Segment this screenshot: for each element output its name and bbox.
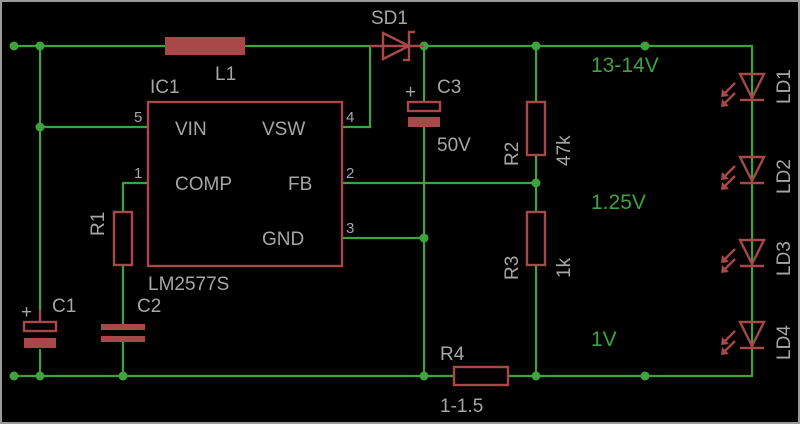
capacitor-c1-label: C1 bbox=[52, 296, 76, 317]
led-ld3-label: LD3 bbox=[774, 241, 795, 276]
capacitor-c3-negative-plate bbox=[408, 117, 440, 127]
capacitor-c2-plate-bottom bbox=[101, 336, 145, 342]
capacitor-c2: C2 bbox=[101, 296, 161, 342]
led-ld3-light-arrows bbox=[721, 248, 736, 273]
ic1-pin-comp-number: 1 bbox=[134, 165, 142, 182]
led-ld2-light-arrows bbox=[721, 165, 736, 190]
capacitor-c1: + C1 bbox=[21, 296, 76, 348]
ic1-body bbox=[146, 100, 344, 268]
led-ld2-label: LD2 bbox=[774, 159, 795, 194]
resistor-r4-label: R4 bbox=[440, 344, 465, 365]
ic1-pin-gnd-number: 3 bbox=[346, 220, 354, 237]
capacitor-c2-label: C2 bbox=[137, 296, 161, 317]
ic1-lm2577s: IC1 LM2577S VIN VSW COMP FB GND 5 4 1 2 … bbox=[134, 77, 354, 295]
resistor-r3-value: 1k bbox=[554, 257, 575, 278]
led-ld2-triangle bbox=[738, 155, 766, 184]
resistor-r1: R1 bbox=[88, 210, 134, 267]
ic1-pin-vin-number: 5 bbox=[134, 109, 142, 126]
ic1-pin-vsw-label: VSW bbox=[262, 119, 305, 140]
capacitor-c1-positive-plate bbox=[22, 320, 58, 333]
capacitor-c1-polarity: + bbox=[21, 302, 32, 323]
resistor-r4-body bbox=[452, 365, 510, 387]
led-ld4: LD4 bbox=[721, 320, 795, 360]
capacitor-c1-negative-plate bbox=[24, 338, 56, 348]
led-ld3-triangle bbox=[738, 238, 766, 267]
led-ld1-triangle bbox=[738, 72, 766, 101]
resistor-r2-label: R2 bbox=[502, 142, 523, 166]
resistor-r3-label: R3 bbox=[502, 256, 523, 280]
diode-sd1-label: SD1 bbox=[371, 8, 408, 29]
resistor-r3: R3 1k bbox=[502, 210, 575, 280]
voltage-label-bottom: 1V bbox=[591, 328, 617, 351]
resistor-r2-value: 47k bbox=[554, 135, 575, 166]
ic1-pin-gnd-label: GND bbox=[262, 229, 304, 250]
inductor-l1-label: L1 bbox=[215, 64, 236, 85]
resistor-r2-body bbox=[525, 100, 547, 157]
resistor-r1-body bbox=[112, 210, 134, 267]
capacitor-c2-plate-top bbox=[101, 324, 145, 330]
capacitor-c3-polarity: + bbox=[405, 82, 416, 103]
led-ld4-label: LD4 bbox=[774, 325, 795, 360]
capacitor-c3: + C3 50V bbox=[405, 77, 471, 156]
capacitor-c3-label: C3 bbox=[437, 77, 461, 98]
voltage-label-fb: 1.25V bbox=[591, 191, 646, 214]
capacitor-c3-positive-plate bbox=[406, 100, 442, 113]
led-ld4-triangle bbox=[738, 320, 766, 349]
junctions bbox=[9, 41, 650, 381]
resistor-r3-body bbox=[525, 210, 547, 267]
diode-sd1-bar bbox=[403, 30, 415, 62]
ic1-pin-vsw-number: 4 bbox=[346, 109, 354, 126]
ic1-pin-fb-label: FB bbox=[288, 174, 312, 195]
ic1-pin-vin-label: VIN bbox=[175, 119, 207, 140]
ic1-pin-fb-number: 2 bbox=[346, 165, 354, 182]
inductor-l1: L1 bbox=[165, 37, 245, 85]
diode-sd1-triangle bbox=[381, 31, 412, 61]
resistor-r2: R2 47k bbox=[502, 100, 575, 166]
voltage-label-top: 13-14V bbox=[591, 54, 659, 77]
led-ld1-light-arrows bbox=[721, 82, 736, 107]
ic1-name: IC1 bbox=[150, 77, 180, 98]
resistor-r4-value: 1-1.5 bbox=[440, 396, 483, 417]
led-ld1-label: LD1 bbox=[774, 69, 795, 104]
led-ld3: LD3 bbox=[721, 238, 795, 276]
ic1-pin-comp-label: COMP bbox=[175, 174, 232, 195]
inductor-l1-body bbox=[165, 37, 245, 55]
led-ld2: LD2 bbox=[721, 155, 795, 194]
ic1-value: LM2577S bbox=[148, 274, 229, 295]
diode-sd1: SD1 bbox=[370, 8, 424, 62]
led-ld4-light-arrows bbox=[721, 330, 736, 355]
capacitor-c3-value: 50V bbox=[437, 135, 471, 156]
led-ld1: LD1 bbox=[721, 69, 795, 107]
resistor-r1-label: R1 bbox=[88, 212, 109, 236]
resistor-r4: R4 1-1.5 bbox=[440, 344, 510, 417]
